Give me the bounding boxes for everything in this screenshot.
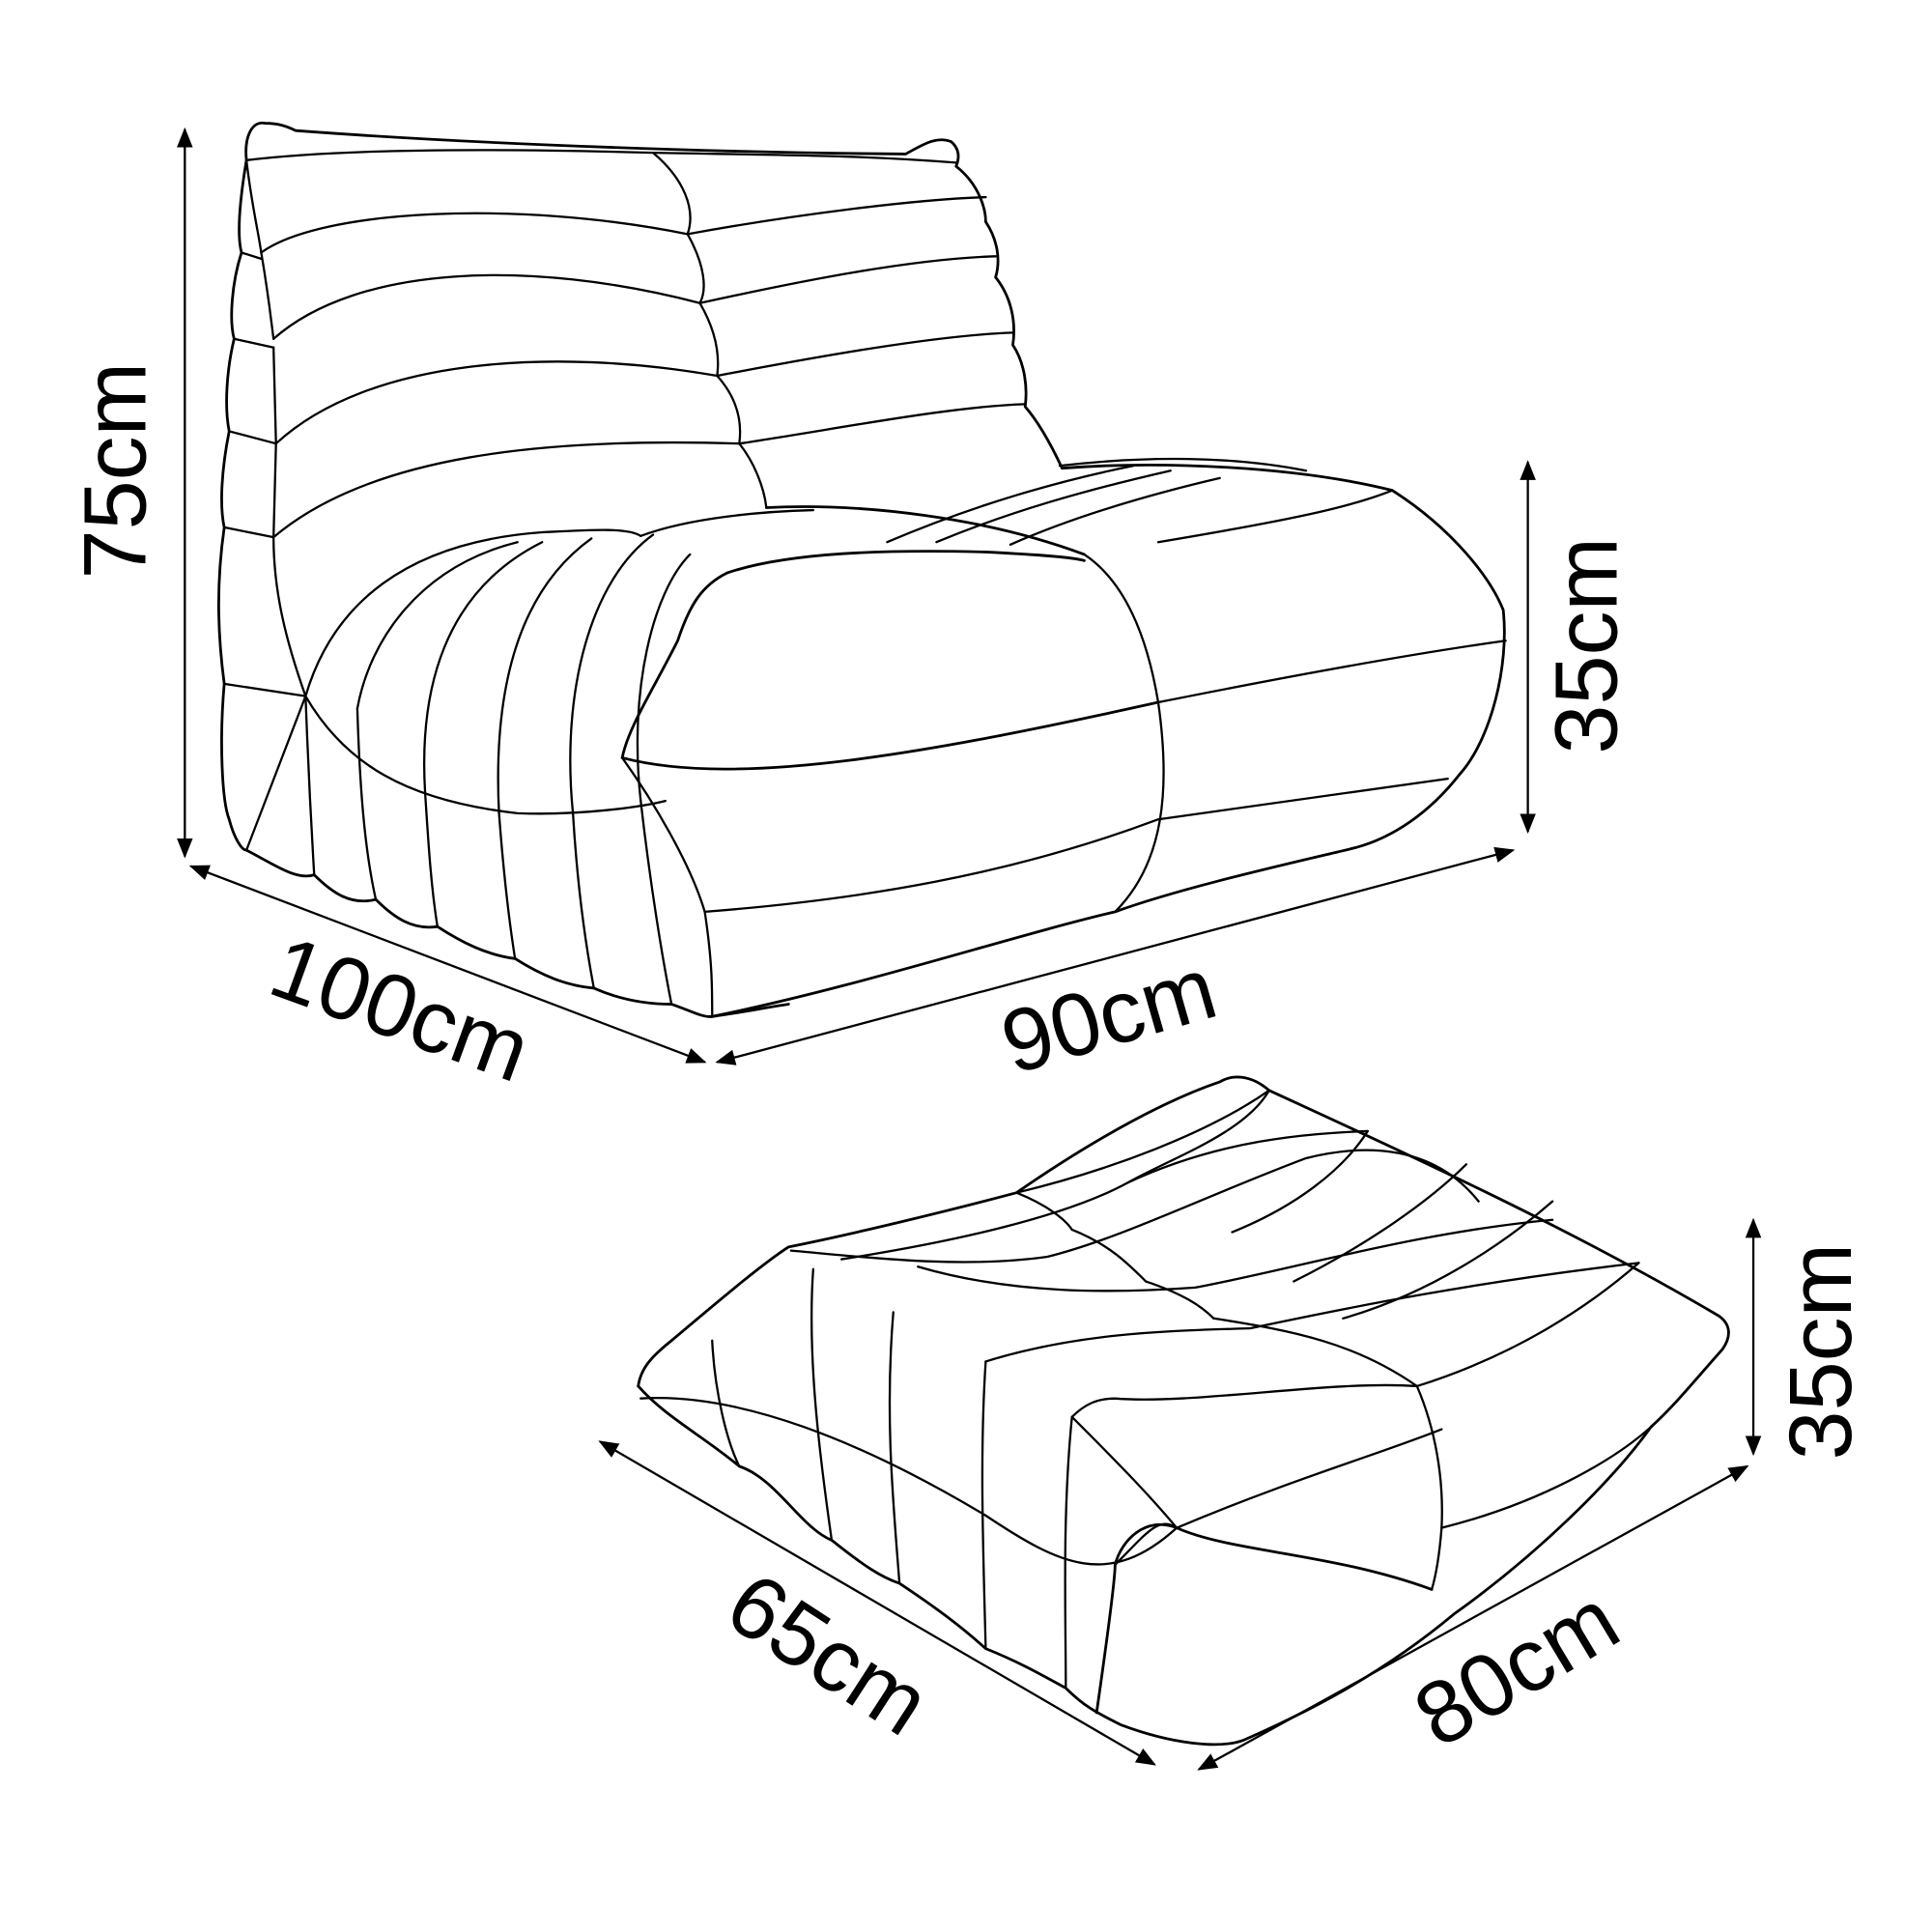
chair-width-label: 90cm bbox=[991, 939, 1227, 1094]
width-dimension-line bbox=[715, 846, 1516, 1065]
chair-seat-height-label: 35cm bbox=[1537, 537, 1635, 754]
ottoman-dimensions: 35cm 65cm 80cm bbox=[598, 1217, 1870, 1771]
ottoman-width-dimension-line bbox=[1197, 1464, 1749, 1771]
ottoman-height-label: 35cm bbox=[1772, 1243, 1870, 1461]
ottoman-width-label: 80cm bbox=[1399, 1570, 1635, 1766]
ottoman-depth-dimension-line bbox=[598, 1440, 1156, 1766]
chair-drawing bbox=[217, 122, 1507, 1018]
depth-dimension-line bbox=[188, 865, 707, 1064]
chair-dimensions: 75cm 35cm 100cm 90cm bbox=[67, 127, 1635, 1101]
ottoman-depth-label: 65cm bbox=[710, 1554, 946, 1755]
chair-height-label: 75cm bbox=[67, 362, 165, 580]
